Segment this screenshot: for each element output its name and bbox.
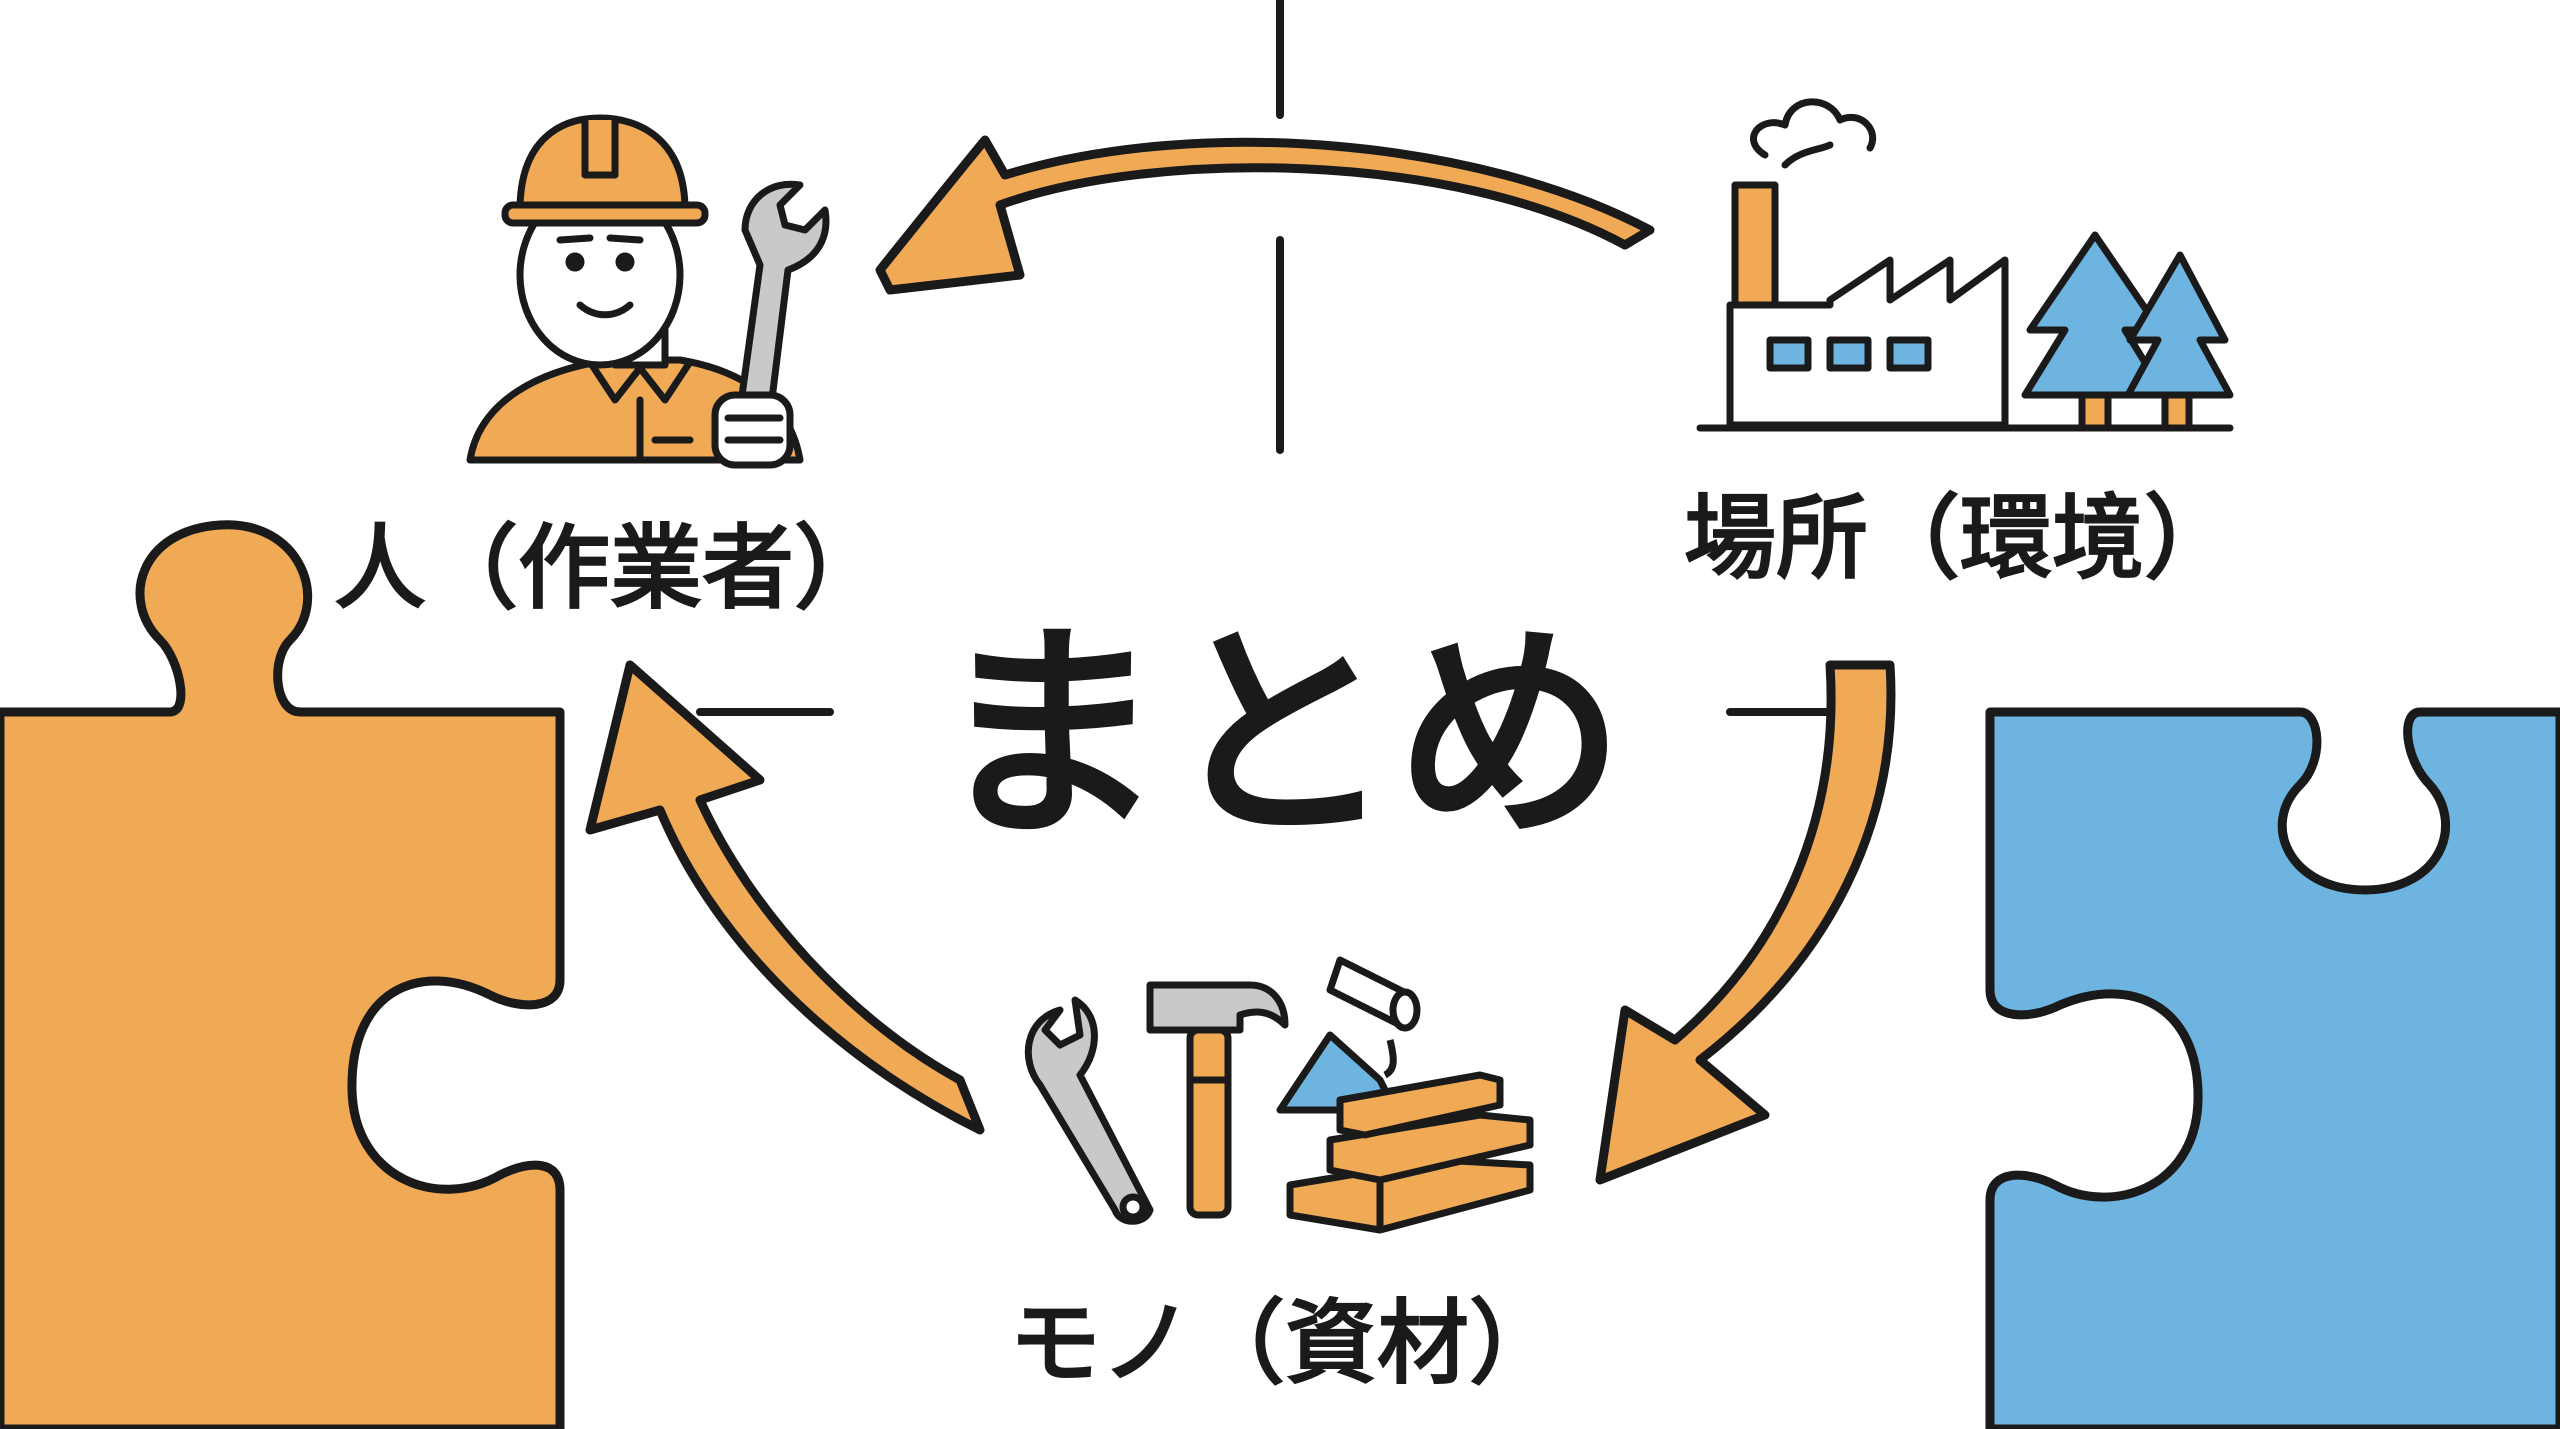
blue-puzzle-piece [1985,707,2560,1429]
hammer-icon [1146,981,1289,1219]
wrench-icon [1024,996,1154,1225]
orange-puzzle-piece [0,520,565,1429]
label-place: 場所（環境） [1684,485,2236,592]
arrow-place-to-thing [1595,660,1896,1185]
arrow-thing-to-person [585,660,985,1135]
label-thing: モノ（資材） [1009,1290,1561,1397]
paint-bucket-icon [1276,956,1421,1114]
title: まとめ [935,603,1625,870]
tree-icon [2021,231,2234,432]
worker-icon [466,114,830,469]
lumber-icon [1286,1071,1534,1234]
arrow-place-to-person [875,135,1655,295]
label-person: 人（作業者） [334,515,886,622]
factory-icon [1696,98,2234,432]
